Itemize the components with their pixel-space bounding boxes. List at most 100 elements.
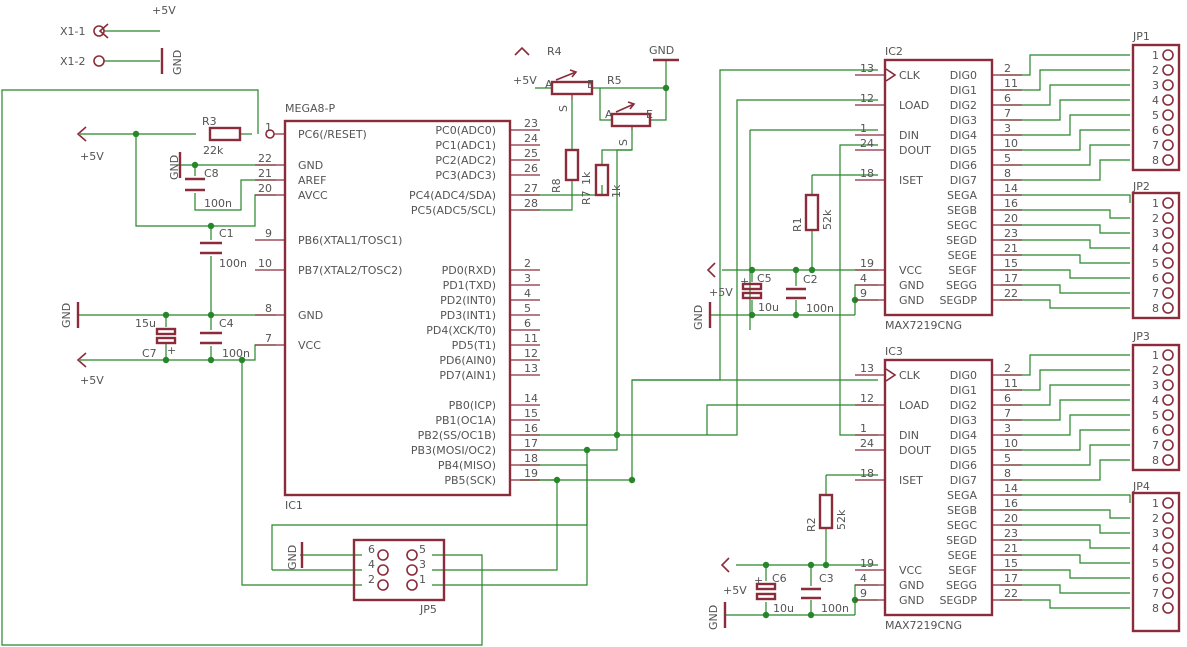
ic2-pin-number: 14 bbox=[1004, 182, 1018, 195]
header-pin-icon bbox=[1162, 439, 1174, 451]
ic2-pin-name: ISET bbox=[899, 174, 923, 187]
ic2-pin-number: 23 bbox=[1004, 227, 1018, 240]
header-pin-number: 8 bbox=[1152, 602, 1159, 615]
ic3-pin-number: 19 bbox=[860, 557, 874, 570]
r5-arrow-icon bbox=[615, 101, 636, 113]
ic1-pin-name: PD5(T1) bbox=[452, 339, 496, 352]
ic1-pin-name: GND bbox=[298, 159, 323, 172]
ic3-pin-name: DIG3 bbox=[950, 414, 977, 427]
ic2-pin-number: 18 bbox=[860, 167, 874, 180]
r2-body bbox=[818, 493, 834, 530]
ic2-pin-name: SEGB bbox=[947, 204, 977, 217]
ic3-driver: IC3 MAX7219CNG 13CLK12LOAD1DIN24DOUT18IS… bbox=[855, 345, 1022, 632]
header-pin-icon bbox=[1162, 587, 1174, 599]
ic3-pin-name: GND bbox=[899, 594, 924, 607]
ic1-pin-name: PC4(ADC4/SDA) bbox=[409, 189, 496, 202]
ic1-pin-number: 20 bbox=[258, 182, 272, 195]
ground-symbols: GND GND GND GND GND GND GND bbox=[60, 44, 727, 630]
capacitor-c1: C1 100n bbox=[200, 227, 247, 270]
clock-triangle-icon bbox=[885, 368, 897, 382]
junction-dot bbox=[207, 356, 215, 364]
c1-ref: C1 bbox=[219, 227, 234, 240]
junction-dot bbox=[628, 476, 636, 484]
jp5-pin-icon bbox=[377, 564, 389, 576]
jp2-label: JP2 bbox=[1132, 180, 1150, 193]
jp5-pin-icon bbox=[377, 549, 389, 561]
c3-value: 100n bbox=[821, 602, 849, 615]
ic1-pin-number: 9 bbox=[265, 227, 272, 240]
c5-polarity: + bbox=[740, 275, 749, 288]
gnd-label: GND bbox=[171, 50, 184, 75]
header-pin-number: 4 bbox=[1152, 394, 1159, 407]
ic1-pin-number: 26 bbox=[524, 162, 538, 175]
header-pin-icon bbox=[1162, 557, 1174, 569]
junction-dot bbox=[807, 561, 815, 569]
ic1-pin-number: 16 bbox=[524, 422, 538, 435]
ic1-pin-number: 17 bbox=[524, 437, 538, 450]
ic3-pin-number: 1 bbox=[860, 422, 867, 435]
vcc-label: +5V bbox=[709, 286, 733, 299]
ic3-pin-number: 3 bbox=[1004, 422, 1011, 435]
c5-plate bbox=[741, 282, 763, 291]
ic3-pin-name: LOAD bbox=[899, 399, 929, 412]
header-pin-icon bbox=[1162, 79, 1174, 91]
ic3-pin-number: 17 bbox=[1004, 572, 1018, 585]
header-pin-icon bbox=[1162, 602, 1174, 614]
ic2-pin-number: 16 bbox=[1004, 197, 1018, 210]
r4-e: E bbox=[587, 78, 594, 91]
jp5-pin-label: 2 bbox=[368, 573, 375, 586]
header-pin-icon bbox=[1162, 109, 1174, 121]
ic3-pin-number: 2 bbox=[1004, 362, 1011, 375]
junction-dot bbox=[748, 266, 756, 274]
junction-dot bbox=[132, 130, 140, 138]
ic3-pin-number: 18 bbox=[860, 467, 874, 480]
ic3-pin-number: 12 bbox=[860, 392, 874, 405]
ic1-pin-name: VCC bbox=[298, 339, 321, 352]
junction-dot bbox=[762, 611, 770, 619]
ic2-pin-name: DIG7 bbox=[950, 174, 977, 187]
header-pin-number: 4 bbox=[1152, 242, 1159, 255]
header-pin-number: 3 bbox=[1152, 79, 1159, 92]
ic1-pin-name: PB0(ICP) bbox=[449, 399, 496, 412]
header-pin-number: 6 bbox=[1152, 424, 1159, 437]
ic2-body bbox=[883, 58, 994, 317]
ic3-pin-number: 5 bbox=[1004, 452, 1011, 465]
vcc-label: +5V bbox=[723, 584, 747, 597]
gnd-label: GND bbox=[168, 155, 181, 180]
header-pin-icon bbox=[1162, 242, 1174, 254]
resistor-r7: R7 1k bbox=[580, 163, 623, 205]
vcc-label: +5V bbox=[80, 150, 104, 163]
ic3-pin-name: DIG6 bbox=[950, 459, 977, 472]
jp5-pin-label: 3 bbox=[419, 558, 426, 571]
header-pin-number: 1 bbox=[1152, 497, 1159, 510]
jp4-body bbox=[1131, 491, 1181, 633]
header-pin-icon bbox=[1162, 139, 1174, 151]
ic1-pin-name: PB3(MOSI/OC2) bbox=[411, 444, 496, 457]
ic2-pin-name: DIG5 bbox=[950, 144, 977, 157]
ic2-pin-name: SEGD bbox=[946, 234, 977, 247]
ic3-pin-name: VCC bbox=[899, 564, 922, 577]
c6-plate bbox=[755, 592, 777, 601]
ic3-pin-number: 22 bbox=[1004, 587, 1018, 600]
ic3-pin-name: DIN bbox=[899, 429, 919, 442]
resistor-r3: R3 22k bbox=[202, 115, 242, 157]
junction-dot bbox=[191, 161, 199, 169]
ic2-pin-name: DOUT bbox=[899, 144, 931, 157]
ic3-pin-number: 7 bbox=[1004, 407, 1011, 420]
r4-arrow-icon bbox=[555, 69, 578, 81]
ic3-pin-number: 24 bbox=[860, 437, 874, 450]
resistor-r2: R2 52k bbox=[805, 493, 848, 532]
ic3-pin-name: DIG4 bbox=[950, 429, 977, 442]
junction-dot bbox=[792, 311, 800, 319]
ic3-pin-name: SEGD bbox=[946, 534, 977, 547]
c5-value: 10u bbox=[758, 301, 779, 314]
ic1-pin-number: 2 bbox=[524, 257, 531, 270]
x1-2-pad-icon bbox=[93, 55, 105, 67]
ic1-pin-number: 14 bbox=[524, 392, 538, 405]
junction-dot bbox=[238, 356, 246, 364]
ic1-pin-name: PB7(XTAL2/TOSC2) bbox=[298, 264, 402, 277]
gnd-label: GND bbox=[707, 605, 720, 630]
vcc-arrow-icon bbox=[98, 23, 109, 39]
